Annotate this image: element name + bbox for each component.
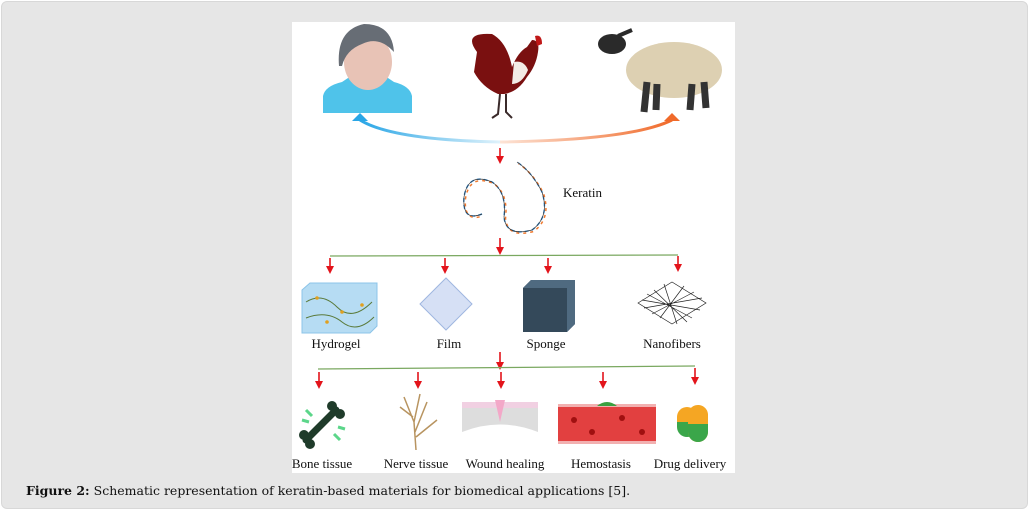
material-label-nanofibers: Nanofibers <box>643 336 701 351</box>
keratin-label: Keratin <box>563 185 602 200</box>
keratin-coil-icon <box>463 161 547 235</box>
red-arrows <box>315 148 699 389</box>
application-label-bone: Bone tissue <box>292 456 352 471</box>
human-icon <box>323 24 412 113</box>
hemostasis-icon <box>558 402 656 444</box>
material-label-film: Film <box>437 336 462 351</box>
sheep-icon <box>598 28 722 113</box>
hydrogel-icon <box>301 282 378 334</box>
keratin-diagram: Keratin Hydrogel Film Sponge Nanofibers <box>292 24 727 471</box>
nerve-icon <box>399 393 438 451</box>
application-label-nerve: Nerve tissue <box>384 456 449 471</box>
figure-image: Keratin Hydrogel Film Sponge Nanofibers <box>292 22 735 473</box>
blue-curved-arrow <box>359 118 501 144</box>
application-label-drug: Drug delivery <box>654 456 727 471</box>
rooster-icon <box>472 33 542 119</box>
caption-text: Schematic representation of keratin-base… <box>89 483 631 498</box>
nanofibers-icon <box>637 281 707 325</box>
bone-icon <box>299 401 346 449</box>
material-label-sponge: Sponge <box>527 336 566 351</box>
branch-line-materials <box>329 254 679 257</box>
figure-caption: Figure 2: Schematic representation of ke… <box>26 483 630 498</box>
sponge-icon <box>523 280 575 332</box>
orange-curved-arrow <box>499 118 673 144</box>
wound-healing-icon <box>462 400 538 432</box>
drug-delivery-icon <box>677 404 709 442</box>
film-icon <box>419 277 473 331</box>
application-label-wound: Wound healing <box>466 456 545 471</box>
branch-line-applications <box>317 365 696 370</box>
caption-label: Figure 2: <box>26 483 90 498</box>
material-label-hydrogel: Hydrogel <box>311 336 360 351</box>
application-label-hemostasis: Hemostasis <box>571 456 631 471</box>
